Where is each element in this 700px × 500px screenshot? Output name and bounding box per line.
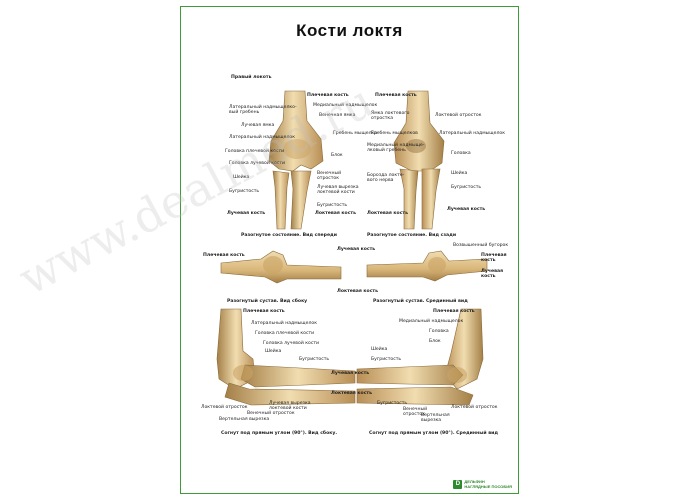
- s1-mid-label-8: Локтевая кость: [315, 211, 356, 216]
- s3-right-label-2: Головка: [429, 329, 449, 334]
- s3-caption-left: Согнут под прямым углом (90°). Вид сбоку…: [221, 431, 338, 436]
- bone-flexed-lateral: [216, 308, 356, 406]
- s3-left-label-7: Лучевая вырезка локтевой кости: [269, 401, 311, 412]
- s1-mid-label-0: Плечевая кость: [307, 93, 349, 98]
- bone-extended-lateral: [220, 250, 342, 284]
- s1-right-label-10: Локтевая кость: [367, 211, 408, 216]
- s3-right-label-6: Бугристость: [377, 401, 408, 406]
- s1-left-label-3: Головка плечевой кости: [225, 149, 285, 154]
- bone-flexed-medial: [356, 308, 484, 406]
- poster-title: Кости локтя: [296, 21, 403, 40]
- brand-logo: D ДЕЛЬФИН НАГЛЯДНЫЕ ПОСОБИЯ: [453, 479, 512, 489]
- s3-right-label-5: Бугристость: [371, 357, 402, 362]
- s1-right-label-6: Головка: [451, 151, 471, 156]
- s1-left-label-4: Головка лучевой кости: [229, 161, 286, 166]
- s1-right-label-0: Плечевая кость: [375, 93, 417, 98]
- s3-left-label-3: Головка лучевой кости: [263, 341, 320, 346]
- s3-left-label-4: Шейка: [265, 349, 282, 354]
- s1-right-label-2: Локтевой отросток: [435, 113, 482, 118]
- s3-right-label-4: Шейка: [371, 347, 388, 352]
- s3-left-label-2: Головка плечевой кости: [255, 331, 315, 336]
- s3-left-label-8: Венечный отросток: [247, 411, 295, 416]
- s1-right-label-8: Шейка: [451, 171, 468, 176]
- s3-right-label-0: Плечевая кость: [433, 309, 475, 314]
- s1-right-label-3: Гребень мыщелков: [371, 131, 418, 136]
- s1-mid-label-4: Блок: [331, 153, 343, 158]
- s3-right-label-1: Медиальный надмыщелок: [399, 319, 464, 324]
- s1-left-label-6: Бугристость: [229, 189, 260, 194]
- s1-left-label-1: Лучевая ямка: [241, 123, 275, 128]
- section1-heading: Правый локоть: [231, 75, 272, 80]
- s1-right-label-4: Латеральный надмыщелок: [439, 131, 505, 136]
- s3-left-label-6: Локтевой отросток: [201, 405, 248, 410]
- s3-right-label-7: Венечный отросток: [403, 407, 428, 418]
- s3-right-label-3: Блок: [429, 339, 441, 344]
- s1-right-label-5: Медиальный надмыще- лковый гребень: [367, 143, 425, 154]
- s1-caption-left: Разогнутое состояние. Вид спереди: [241, 233, 337, 238]
- s1-mid-label-7: Бугристость: [317, 203, 348, 208]
- bone-back-view: [393, 90, 445, 230]
- s3-mid-label-0: Лучевая кость: [331, 371, 370, 376]
- s1-caption-right: Разогнутое состояние. Вид сзади: [367, 233, 457, 238]
- s2-left-label-1: Лучевая кость: [337, 247, 376, 252]
- s3-right-label-8: Вертельная вырезка: [421, 413, 450, 424]
- s3-mid-label-1: Локтевая кость: [331, 391, 372, 396]
- s1-right-label-9: Бугристость: [451, 185, 482, 190]
- bone-extended-medial: [366, 250, 488, 282]
- bone-front-view: [268, 90, 324, 230]
- s2-right-label-0: Возвышенный бугорок: [453, 243, 509, 248]
- s2-caption-right: Разогнутый сустав. Срединный вид: [373, 299, 468, 304]
- s1-mid-label-1: Медиальный надмыщелок: [313, 103, 378, 108]
- dolphin-logo-icon: D: [453, 480, 463, 489]
- s1-left-label-2: Латеральный надмыщелок: [229, 135, 295, 140]
- s2-caption-left: Разогнутый сустав. Вид сбоку: [227, 299, 308, 304]
- s1-mid-label-6: Лучевая вырезка локтевой кости: [317, 185, 359, 196]
- s1-left-label-5: Шейка: [233, 175, 250, 180]
- s1-right-label-11: Лучевая кость: [447, 207, 486, 212]
- s1-mid-label-3: Гребень мыщелка: [333, 131, 378, 136]
- s1-left-label-7: Лучевая кость: [227, 211, 266, 216]
- poster: Кости локтя Правый локоть Латеральный на…: [180, 6, 519, 494]
- brand-text: ДЕЛЬФИН НАГЛЯДНЫЕ ПОСОБИЯ: [464, 479, 512, 489]
- s1-right-label-1: Ямка локтевого отростка: [371, 111, 410, 122]
- s3-left-label-5: Бугристость: [299, 357, 330, 362]
- s1-right-label-7: Борозда локте- вого нерва: [367, 173, 405, 184]
- s2-right-label-2: Лучевая кость: [481, 269, 504, 280]
- s3-left-label-1: Латеральный надмыщелок: [251, 321, 317, 326]
- s2-right-label-1: Плечевая кость: [481, 253, 507, 264]
- s3-right-label-9: Локтевой отросток: [451, 405, 498, 410]
- s3-caption-right: Согнут под прямым углом (90°). Срединный…: [369, 431, 499, 436]
- s1-mid-label-2: Венечная ямка: [319, 113, 356, 118]
- s1-mid-label-5: Венечный отросток: [317, 171, 342, 182]
- s3-left-label-9: Вертельная вырезка: [219, 417, 270, 422]
- s1-left-label-0: Латеральный надмыщелко- вый гребень: [229, 105, 297, 116]
- s2-left-label-2: Локтевая кость: [337, 289, 378, 294]
- s3-left-label-0: Плечевая кость: [243, 309, 285, 314]
- s2-left-label-0: Плечевая кость: [203, 253, 245, 258]
